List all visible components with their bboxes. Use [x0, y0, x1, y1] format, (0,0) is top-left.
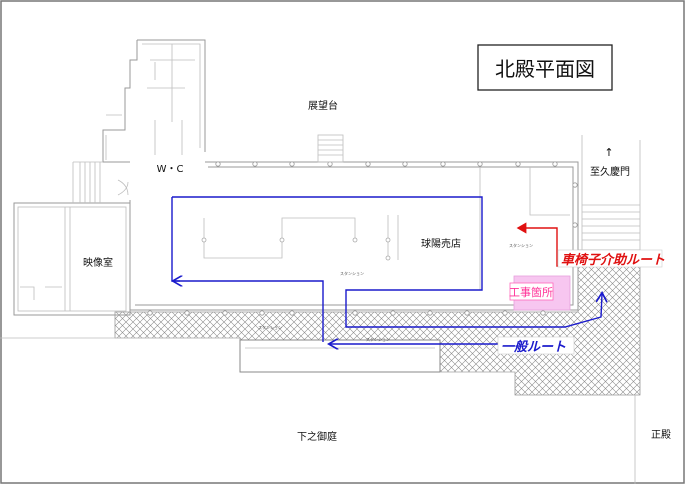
stanchion-label: スタンション — [258, 324, 282, 330]
label-construction: 工事箇所 — [509, 285, 553, 299]
stanchion-label: スタンション — [509, 242, 533, 248]
label-general-route: 一般ルート — [501, 339, 566, 355]
main-hall — [129, 134, 579, 316]
label-to-kyukeimon: 至久慶門 — [590, 165, 630, 178]
wc-block — [102, 39, 206, 163]
label-observation-deck: 展望台 — [308, 99, 338, 112]
label-seiden: 正殿 — [651, 429, 671, 441]
label-garden: 下之御庭 — [297, 430, 337, 443]
right-stairs — [581, 135, 641, 250]
general-route — [172, 196, 602, 344]
page-title: 北殿平面図 — [495, 57, 595, 81]
video-room — [13, 161, 131, 316]
label-shop: 球陽売店 — [421, 237, 461, 250]
label-wc: W・C — [157, 164, 184, 175]
stanchion-label: スタンション — [340, 270, 364, 276]
title-box: 北殿平面図 — [477, 44, 613, 91]
up-arrow-icon: ↑ — [604, 146, 613, 159]
lower-gallery — [0, 337, 636, 484]
stanchion-label: スタンション — [366, 336, 390, 342]
label-wheelchair-route: 車椅子介助ルート — [561, 252, 665, 268]
label-video-room: 映像室 — [83, 256, 113, 269]
